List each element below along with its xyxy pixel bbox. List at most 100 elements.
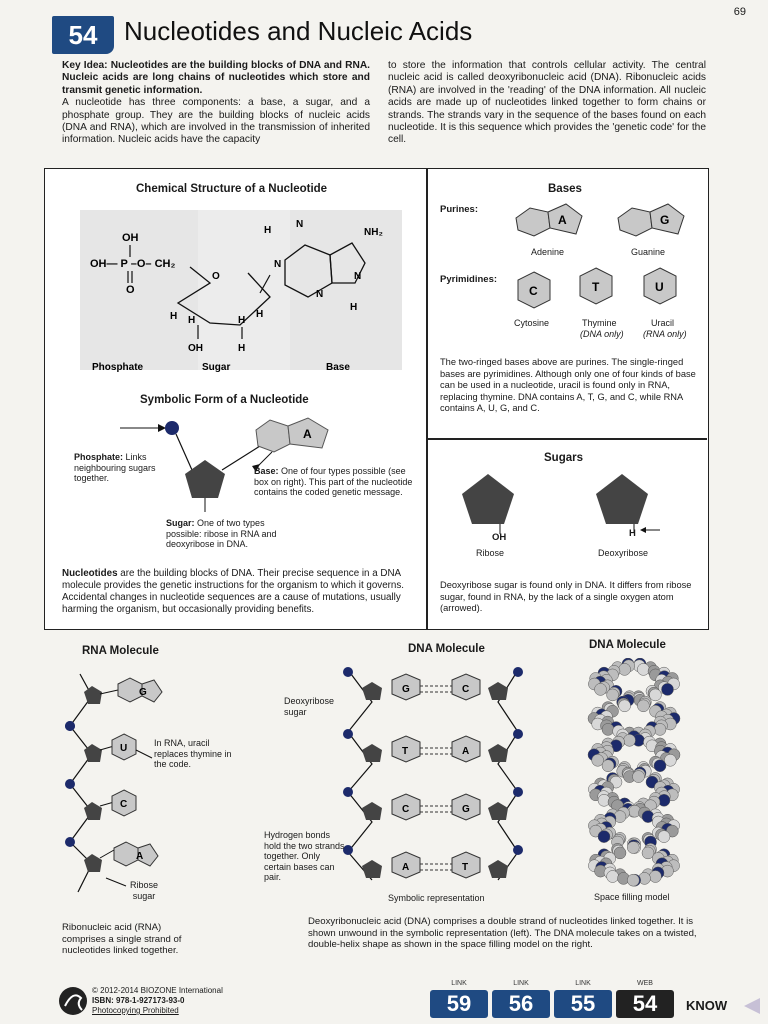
dna-base-right: G [462,804,470,815]
helix-atom [649,688,662,702]
phosphate-caption: Phosphate [92,362,144,373]
uracil-replaces-note: In RNA, uracil replaces thymine in the c… [154,738,232,769]
isbn-text: ISBN: 978-1-927173-93-0 [92,996,185,1005]
helix-atom [627,873,640,887]
nucleotide-paragraph: Nucleotides are the building blocks of D… [62,568,404,615]
deoxyribose-h: H [629,528,636,539]
uracil-ring [643,267,677,305]
phosphate-chain: OH— P –O– CH₂ [90,258,175,270]
sugar-oh: OH [188,343,203,354]
helix-atom [597,830,611,843]
helix-atom [664,754,677,767]
helix-atom [649,870,662,883]
dna-base-left: G [402,684,410,695]
dna-base-left: A [402,862,409,873]
ribose-pentagon [462,474,514,524]
svg-text:N: N [354,271,361,282]
guanine-ring-1 [617,207,653,237]
dna-symbolic-title: DNA Molecule [408,643,485,655]
dna-base-right: T [462,862,468,873]
biozone-logo-icon [59,987,87,1015]
uracil-label: Uracil [651,318,675,328]
svg-text:N: N [296,219,303,230]
symbolic-nucleotide-diagram: A [120,417,329,512]
helix-atom [606,870,619,883]
helix-atom [653,759,667,772]
web-button-54[interactable]: 54 [616,990,674,1018]
base-note: Base: One of four types possible (see bo… [254,466,413,497]
base-hex-1 [255,419,291,453]
bases-title: Bases [548,183,582,195]
helix-atom [623,734,636,747]
frame-divider-horizontal [427,438,707,440]
dna-caption: Deoxyribonucleic acid (DNA) comprises a … [308,916,697,951]
symbolic-representation-label: Symbolic representation [388,893,485,903]
base-nh2: NH₂ [364,227,383,238]
chapter-badge: 54 [52,16,114,54]
guanine-letter: G [660,213,669,227]
helix-atom [632,770,645,783]
link-button-56[interactable]: 56 [492,990,550,1018]
sugar-o: O [212,271,220,282]
uracil-letter: U [655,280,664,294]
link-button-55[interactable]: 55 [554,990,612,1018]
dna-base-right: C [462,684,469,695]
bases-paragraph: The two-ringed bases above are purines. … [440,357,696,413]
rna-nucleotide-4: A [84,841,159,887]
know-label: KNOW [686,998,728,1013]
svg-text:N: N [316,289,323,300]
svg-text:N: N [274,259,281,270]
svg-text:H: H [264,225,271,236]
intro-left-text: A nucleotide has three components: a bas… [62,97,370,146]
copyright-text: © 2012-2014 BIOZONE International [92,986,223,995]
helix-atom [641,846,655,860]
link-button-59[interactable]: 59 [430,990,488,1018]
frame-divider-vertical [426,168,428,630]
intro-right-text: to store the information that controls c… [388,60,706,146]
helix-atom [594,683,607,696]
arrow-left-icon [744,998,760,1014]
guanine-ring-2 [649,203,685,235]
svg-text:H: H [350,302,357,313]
sugar-caption: Sugar [202,362,230,373]
thymine-ring [579,267,613,305]
helix-atom [591,754,604,767]
adenine-letter: A [558,213,567,227]
adenine-ring-1 [515,207,551,237]
helix-atom [627,841,640,854]
key-idea-text: Nucleotides are the building blocks of D… [62,60,371,96]
svg-text:H: H [170,311,177,322]
sugars-diagram [462,474,660,534]
hydrogen-bond-note: Hydrogen bonds hold the two strands toge… [264,830,345,882]
helix-atom [601,723,615,736]
symbolic-form-title: Symbolic Form of a Nucleotide [140,394,309,406]
dna-base-left: C [402,804,409,815]
helix-atom [657,830,671,843]
dna-space-filling-model [587,658,681,887]
dna-base-right: A [462,746,469,757]
deoxyribose-sugar-label: Deoxyribose sugar [284,696,335,717]
phosphate-shade [80,210,198,370]
base-letter-a: A [303,427,312,441]
svg-text:H: H [238,343,245,354]
rna-nucleotide-3: C [65,789,137,847]
sugars-paragraph: Deoxyribose sugar is found only in DNA. … [440,580,692,613]
chemical-structure-diagram: OH OH— P –O– CH₂ O O H H H H OH H H N NH… [80,210,402,373]
phosphate-circle [165,421,179,435]
intro-left-column: Key Idea: Nucleotides are the building b… [62,60,370,147]
purines-label: Purines: [440,204,479,215]
base-hex-2 [287,417,329,449]
link-label-1: LINK [451,980,467,987]
helix-atom [637,699,650,713]
guanine-label: Guanine [631,247,666,257]
ribose-oh: OH [492,532,507,543]
rna-nucleotide-2: U [65,733,153,789]
helix-atom [661,683,674,696]
rna-base-3: C [120,799,127,810]
sugars-title: Sugars [544,452,583,464]
thymine-letter: T [592,280,600,294]
